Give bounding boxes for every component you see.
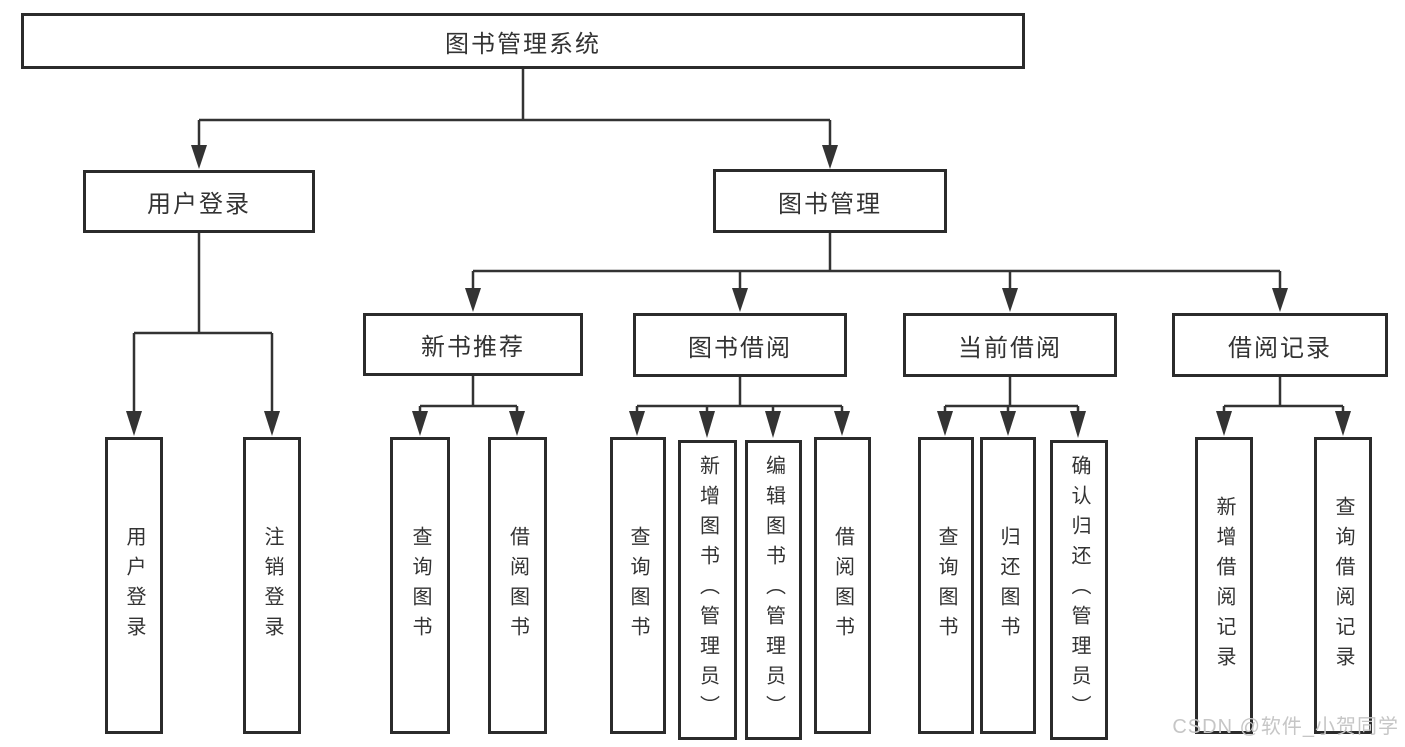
arrow-down	[264, 411, 280, 436]
arrow-down	[1216, 411, 1232, 436]
arrow-down	[1002, 288, 1018, 312]
node-label: 查询图书	[627, 525, 649, 646]
leaf-query-books-recommend: 查询图书	[390, 437, 450, 734]
node-label: 编辑图书（管理员）	[762, 455, 785, 725]
node-label: 图书管理系统	[445, 30, 601, 58]
node-label: 用户登录	[123, 525, 145, 646]
node-label: 新增图书（管理员）	[696, 455, 719, 725]
node-book-borrowing: 图书借阅	[633, 313, 847, 377]
node-label: 用户登录	[147, 191, 251, 218]
node-user-login: 用户登录	[83, 170, 315, 233]
node-current-borrowing: 当前借阅	[903, 313, 1117, 377]
arrow-down	[822, 145, 838, 169]
leaf-add-borrow-record: 新增借阅记录	[1195, 437, 1253, 734]
arrow-down	[937, 411, 953, 436]
node-book-management: 图书管理	[713, 169, 947, 233]
node-label: 新增借阅记录	[1213, 495, 1235, 676]
leaf-confirm-return-admin: 确认归还（管理员）	[1050, 440, 1108, 740]
node-label: 查询借阅记录	[1332, 495, 1354, 676]
node-label: 借阅图书	[506, 525, 529, 646]
node-label: 图书管理	[778, 190, 882, 218]
leaf-query-books-borrowing: 查询图书	[610, 437, 666, 734]
leaf-logout: 注销登录	[243, 437, 301, 734]
arrow-down	[1272, 288, 1288, 312]
leaf-query-books-current: 查询图书	[918, 437, 974, 734]
arrow-down	[1070, 411, 1086, 438]
leaf-return-book: 归还图书	[980, 437, 1036, 734]
leaf-add-book-admin: 新增图书（管理员）	[678, 440, 737, 740]
node-library-system: 图书管理系统	[21, 13, 1025, 69]
node-new-book-recommendation: 新书推荐	[363, 313, 583, 376]
leaf-borrow-books-recommend: 借阅图书	[488, 437, 547, 734]
leaf-query-borrow-record: 查询借阅记录	[1314, 437, 1372, 734]
node-borrowing-records: 借阅记录	[1172, 313, 1388, 377]
node-label: 查询图书	[409, 525, 431, 646]
node-label: 借阅记录	[1228, 334, 1332, 362]
node-label: 归还图书	[997, 525, 1019, 646]
csdn-watermark: CSDN @软件_小贺同学	[1172, 716, 1399, 738]
node-label: 图书借阅	[688, 334, 792, 362]
leaf-borrow-books-borrowing: 借阅图书	[814, 437, 871, 734]
arrow-down	[699, 411, 715, 438]
arrow-down	[412, 411, 428, 436]
node-label: 新书推荐	[421, 334, 525, 361]
arrow-down	[1000, 411, 1016, 436]
arrow-down	[834, 411, 850, 436]
arrow-down	[509, 411, 525, 436]
node-label: 借阅图书	[831, 525, 854, 646]
leaf-user-login: 用户登录	[105, 437, 163, 734]
node-label: 确认归还（管理员）	[1068, 455, 1090, 725]
leaf-edit-book-admin: 编辑图书（管理员）	[745, 440, 802, 740]
arrow-down	[126, 411, 142, 436]
node-label: 注销登录	[261, 525, 283, 646]
arrow-down	[629, 411, 645, 436]
arrow-down	[191, 145, 207, 169]
arrow-down	[732, 288, 748, 312]
node-label: 当前借阅	[958, 334, 1062, 362]
arrow-down	[465, 288, 481, 312]
node-label: 查询图书	[935, 525, 957, 646]
arrow-down	[765, 411, 781, 438]
arrow-down	[1335, 411, 1351, 436]
